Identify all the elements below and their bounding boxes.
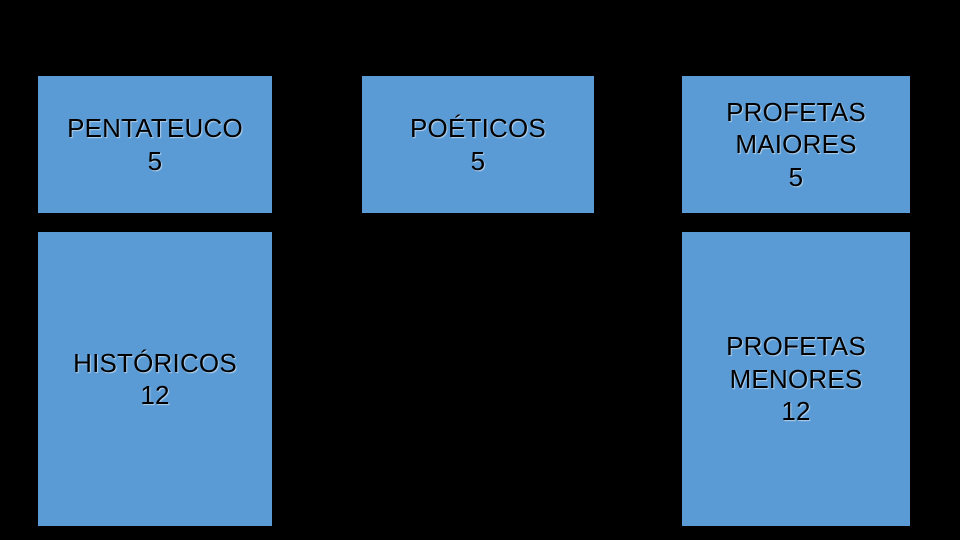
category-box-historicos-count: 12 xyxy=(140,380,170,410)
category-box-profetas-maiores-title-line2: MAIORES xyxy=(735,129,857,160)
category-box-profetas-maiores[interactable]: PROFETAS MAIORES 5 xyxy=(682,76,910,213)
category-box-pentateuco-content: PENTATEUCO 5 xyxy=(42,112,268,177)
category-box-poeticos[interactable]: POÉTICOS 5 xyxy=(362,76,594,213)
category-box-profetas-menores[interactable]: PROFETAS MENORES 12 xyxy=(682,232,910,526)
category-box-profetas-maiores-content: PROFETAS MAIORES 5 xyxy=(686,96,906,194)
category-box-profetas-menores-content: PROFETAS MENORES 12 xyxy=(686,330,906,428)
category-box-pentateuco-title: PENTATEUCO xyxy=(67,113,243,143)
category-box-profetas-maiores-count: 5 xyxy=(788,161,804,192)
category-box-pentateuco[interactable]: PENTATEUCO 5 xyxy=(38,76,272,213)
category-box-historicos[interactable]: HISTÓRICOS 12 xyxy=(38,232,272,526)
category-box-pentateuco-count: 5 xyxy=(147,145,163,176)
category-box-profetas-menores-count: 12 xyxy=(781,396,811,427)
category-box-profetas-menores-title-line2: MENORES xyxy=(729,363,863,394)
category-box-poeticos-title: POÉTICOS xyxy=(410,113,546,143)
category-box-profetas-maiores-title-line1: PROFETAS xyxy=(726,96,866,127)
category-box-profetas-menores-title-line1: PROFETAS xyxy=(726,331,866,362)
category-box-historicos-content: HISTÓRICOS 12 xyxy=(42,347,268,412)
category-box-poeticos-content: POÉTICOS 5 xyxy=(366,112,590,177)
category-box-poeticos-count: 5 xyxy=(470,145,486,176)
category-box-historicos-title: HISTÓRICOS xyxy=(73,347,237,378)
